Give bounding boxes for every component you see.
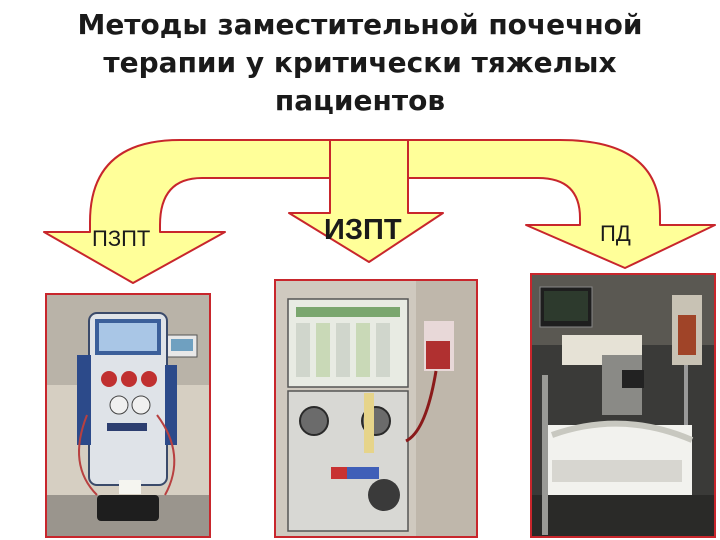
method-label-izpt: ИЗПТ xyxy=(324,214,402,246)
title-line-3: пациентов xyxy=(274,84,446,117)
method-label-pd: ПД xyxy=(600,221,631,246)
title-line-1: Методы заместительной почечной xyxy=(77,8,643,41)
page-title: Методы заместительной почечной терапии у… xyxy=(40,6,680,120)
right-branch-arrow xyxy=(382,139,716,269)
photo-hemodialysis-machine xyxy=(274,279,478,538)
method-label-pzpt: ПЗПТ xyxy=(92,226,151,251)
photo-crrt-machine xyxy=(45,293,211,538)
branching-arrow-diagram xyxy=(43,139,716,284)
center-down-arrow xyxy=(288,139,444,263)
title-line-2: терапии у критически тяжелых xyxy=(103,46,617,79)
photo-icu-bedside xyxy=(530,273,716,538)
left-branch-arrow xyxy=(43,139,358,284)
